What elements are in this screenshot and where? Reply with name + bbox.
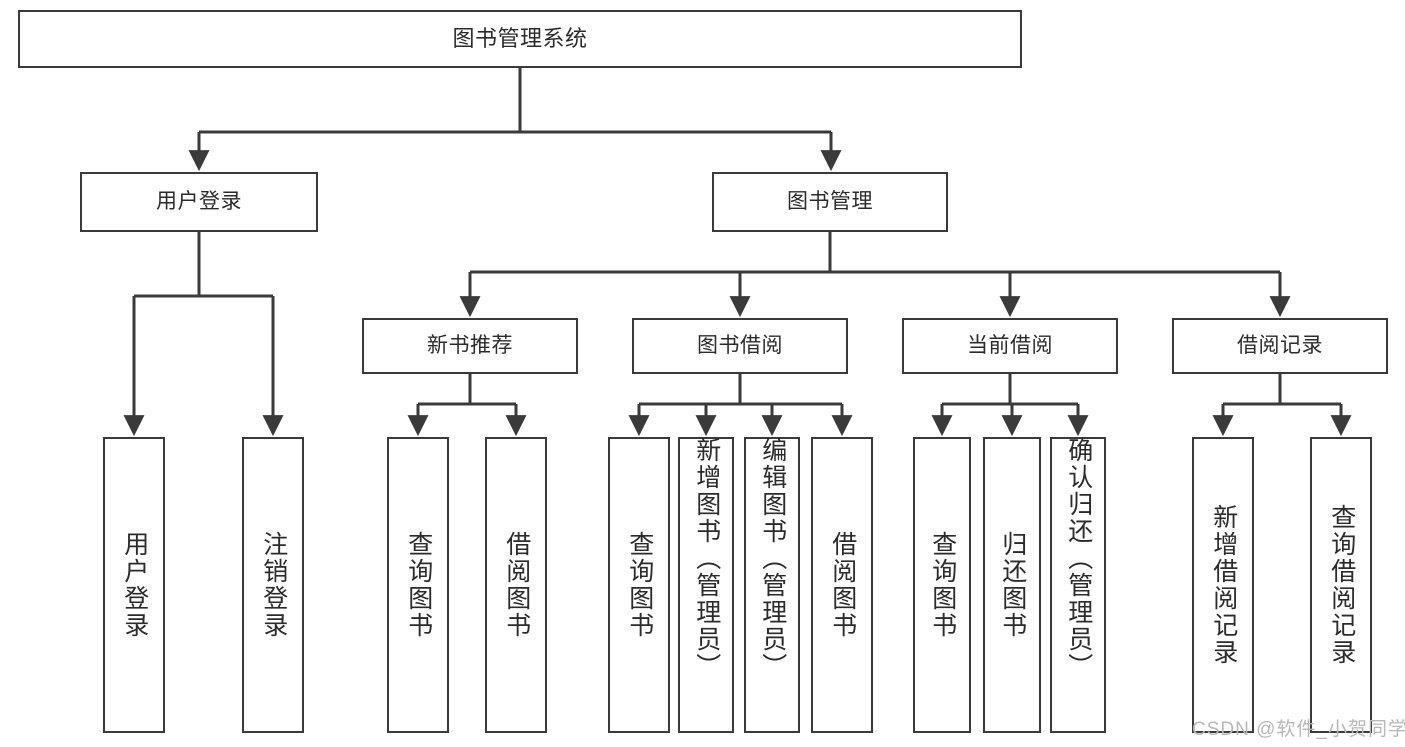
node-current-borrow[interactable]: 当前借阅 [902, 318, 1118, 374]
csdn-watermark: CSDN @软件_小贺同学 [1192, 719, 1405, 740]
node-borrow-record[interactable]: 借阅记录 [1172, 318, 1388, 374]
node-user-login[interactable]: 用户登录 [80, 172, 318, 232]
node-label: 确认归还（管理员） [1064, 437, 1093, 680]
node-label: 借阅图书 [828, 531, 857, 639]
node-label: 借阅图书 [502, 531, 531, 639]
node-label: 查询图书 [928, 531, 957, 639]
node-label: 查询图书 [404, 531, 433, 639]
node-book-manage[interactable]: 图书管理 [712, 172, 948, 232]
node-label: 新增借阅记录 [1209, 504, 1238, 666]
node-label: 当前借阅 [967, 333, 1053, 357]
node-label: 归还图书 [998, 531, 1027, 639]
node-label: 借阅记录 [1237, 333, 1323, 357]
node-label: 用户登录 [156, 189, 242, 213]
node-label: 用户登录 [120, 531, 149, 639]
node-leaf-edit-book[interactable]: 编辑图书（管理员） [744, 437, 800, 733]
node-leaf-query-book-3[interactable]: 查询图书 [913, 437, 971, 733]
node-root[interactable]: 图书管理系统 [18, 10, 1022, 68]
node-leaf-user-login[interactable]: 用户登录 [103, 437, 165, 733]
node-label: 新增图书（管理员） [692, 437, 721, 680]
node-leaf-confirm-return[interactable]: 确认归还（管理员） [1050, 437, 1106, 733]
node-leaf-return-book[interactable]: 归还图书 [983, 437, 1041, 733]
node-label: 编辑图书（管理员） [758, 437, 787, 680]
node-leaf-query-book-2[interactable]: 查询图书 [608, 437, 670, 733]
node-leaf-borrow-book-2[interactable]: 借阅图书 [811, 437, 873, 733]
node-label: 图书管理系统 [452, 26, 588, 52]
node-leaf-add-record[interactable]: 新增借阅记录 [1192, 437, 1254, 733]
node-label: 查询图书 [625, 531, 654, 639]
node-leaf-query-record[interactable]: 查询借阅记录 [1310, 437, 1372, 733]
node-new-book-recommend[interactable]: 新书推荐 [362, 318, 578, 374]
node-leaf-query-book-1[interactable]: 查询图书 [387, 437, 449, 733]
node-label: 注销登录 [259, 531, 288, 639]
node-label: 图书借阅 [697, 333, 783, 357]
node-label: 图书管理 [787, 189, 873, 213]
node-label: 新书推荐 [427, 333, 513, 357]
node-leaf-logout[interactable]: 注销登录 [242, 437, 304, 733]
node-leaf-borrow-book-1[interactable]: 借阅图书 [485, 437, 547, 733]
node-book-borrow[interactable]: 图书借阅 [632, 318, 848, 374]
node-leaf-add-book[interactable]: 新增图书（管理员） [678, 437, 734, 733]
node-label: 查询借阅记录 [1327, 504, 1356, 666]
